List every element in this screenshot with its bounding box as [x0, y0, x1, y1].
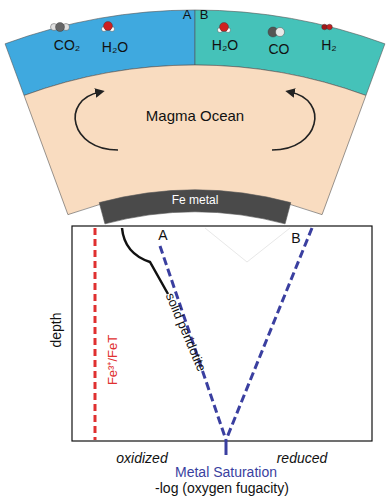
plot-frame [72, 226, 372, 441]
axis-title: depth [49, 312, 63, 347]
path-letter: A [158, 228, 167, 242]
region-label: H₂ [321, 38, 337, 52]
axis-end-label: oxidized [116, 451, 167, 465]
path-letter: B [291, 231, 300, 245]
region-label: CO [269, 42, 290, 56]
molecule-icon [268, 27, 285, 37]
path-a [160, 246, 226, 440]
region-band: H₂O CO H₂ [195, 10, 385, 65]
region-label: CO₂ [54, 38, 80, 52]
molecule-icon [102, 22, 115, 32]
curve-label: Fe³⁺/FeT [106, 335, 119, 385]
region-label: H₂O [212, 38, 238, 52]
ferric-line [94, 228, 97, 440]
peridotite-curve [122, 228, 168, 294]
region-band: Fe metal [110, 188, 280, 212]
region-label: Fe metal [172, 194, 219, 206]
flow-arrow [75, 92, 118, 150]
guide-line [205, 228, 290, 262]
flow-arrow [272, 92, 315, 150]
region-label: Magma Ocean [146, 108, 244, 123]
saturation-label: Metal Saturation [175, 465, 277, 479]
axis-end-label: reduced [277, 451, 328, 465]
region-band: CO₂ H₂O [5, 10, 195, 65]
region-band: Magma Ocean [40, 65, 350, 185]
fe-metal [99, 190, 291, 224]
molecule-icon [218, 23, 231, 33]
molecule-icon [51, 23, 70, 32]
region-letter: A [183, 8, 192, 21]
path-b [226, 228, 312, 440]
saturation-line [225, 440, 228, 455]
curve-label: solid peridotite [164, 291, 209, 373]
region-letter: B [200, 8, 209, 21]
region-label: H₂O [102, 40, 128, 54]
molecule-icon [322, 24, 333, 30]
axis-title: -log (oxygen fugacity) [155, 481, 289, 495]
